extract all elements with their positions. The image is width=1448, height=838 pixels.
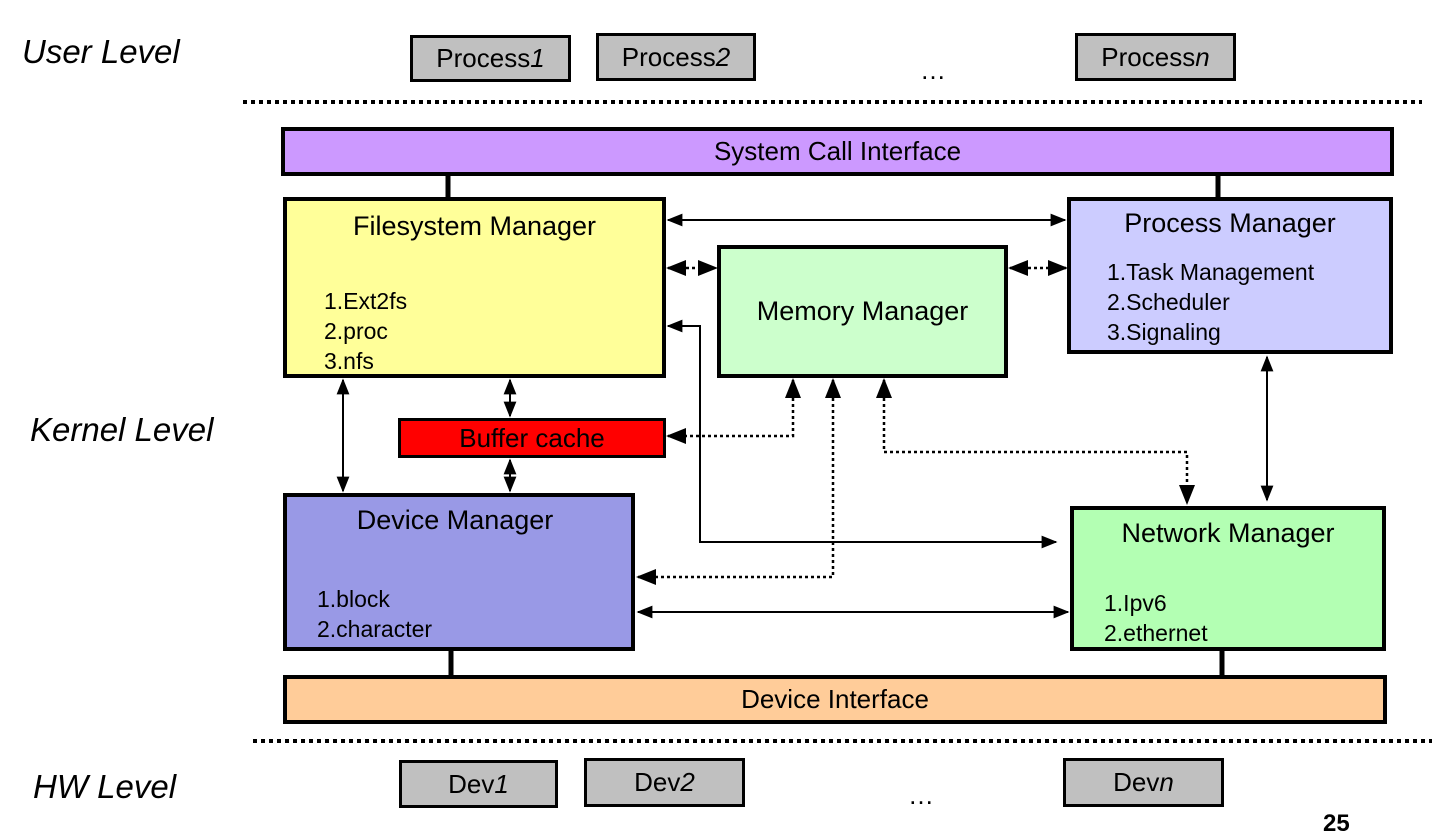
memory-network-dotted-arrow [876, 378, 1195, 505]
dev-n-suffix: n [1159, 767, 1174, 797]
memory-manager-title: Memory Manager [756, 296, 969, 326]
filesystem-manager-title: Filesystem Manager [352, 211, 597, 241]
buffer-cache: Buffer cache [398, 418, 666, 458]
network-manager-box: Network Manager 1.Ipv6 2.ethernet [1070, 506, 1386, 651]
memory-device-dotted-arrow [636, 378, 841, 585]
process-ellipsis: … [920, 55, 946, 85]
dev-1-label: Dev [448, 768, 495, 799]
device-manager-title: Device Manager [356, 505, 554, 535]
memory-buffer-dotted-arrow [666, 378, 801, 444]
process-2-suffix: 2 [715, 41, 731, 72]
network-manager-item: 1.Ipv6 [1104, 590, 1167, 616]
filesystem-item: 3.nfs [324, 348, 374, 374]
process-manager-title: Process Manager [1124, 208, 1336, 238]
process-manager-item: 1.Task Management [1107, 259, 1315, 285]
kernel-level-label: Kernel Level [30, 411, 214, 448]
system-call-interface: System Call Interface [281, 127, 1394, 176]
process-manager-item: 3.Signaling [1107, 319, 1221, 345]
process-manager-box: Process Manager 1.Task Management 2.Sche… [1067, 197, 1393, 354]
dev-1-suffix: 1 [494, 768, 509, 799]
dev-2-label: Dev [634, 767, 681, 797]
device-ellipsis: … [908, 780, 934, 810]
hw-level-label: HW Level [33, 768, 177, 805]
network-manager-title: Network Manager [1121, 518, 1335, 548]
device-interface: Device Interface [283, 675, 1387, 724]
page-number: 25 [1323, 810, 1350, 837]
device-manager-box: Device Manager 1.block 2.character [283, 493, 635, 651]
dev-2-suffix: 2 [680, 767, 695, 797]
process-1-label: Process [436, 43, 531, 73]
filesystem-manager-box: Filesystem Manager 1.Ext2fs 2.proc 3.nfs [283, 197, 666, 378]
device-manager-item: 2.character [317, 616, 433, 642]
device-manager-item: 1.block [317, 586, 390, 612]
memory-manager-box: Memory Manager [717, 245, 1008, 378]
process-manager-item: 2.Scheduler [1107, 289, 1230, 315]
filesystem-item: 2.proc [324, 318, 388, 344]
process-1-suffix: 1 [530, 43, 545, 73]
process-2-label: Process [621, 41, 716, 72]
process-n-suffix: n [1195, 41, 1210, 72]
user-level-label: User Level [22, 33, 180, 70]
network-manager-item: 2.ethernet [1104, 620, 1208, 646]
dev-n-label: Dev [1113, 767, 1160, 797]
filesystem-item: 1.Ext2fs [324, 288, 408, 314]
process-n-label: Process [1101, 41, 1196, 72]
